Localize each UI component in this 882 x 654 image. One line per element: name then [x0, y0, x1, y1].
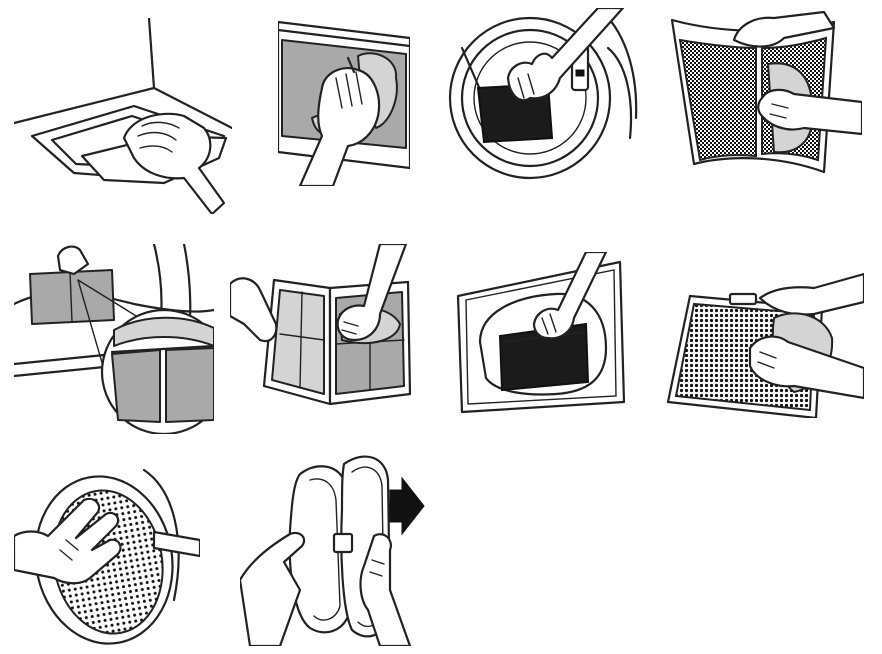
panel-6-open-double-filter [230, 244, 414, 408]
panel-5-housing-detail [14, 244, 214, 434]
hand-pulling-lint-from-filter-edge-icon [278, 20, 410, 186]
panel-3-insert-filter-drum [448, 8, 638, 184]
hand-rubbing-round-perforated-filter-icon [14, 468, 200, 645]
filter-housing-magnified-detail-icon [14, 244, 214, 434]
panel-8-wipe-dotted-filter [664, 258, 864, 418]
panel-1-lift-flat-filter [14, 18, 232, 214]
hands-cleaning-mesh-filter-icon [670, 10, 862, 174]
panel-4-clean-mesh-filter [664, 4, 862, 174]
panel-2-pull-lint [278, 18, 410, 186]
hand-placing-filter-in-door-frame-icon [456, 252, 626, 414]
hand-lifting-flat-filter-from-tray-icon [14, 18, 232, 214]
panel-9-rub-round-filter [14, 460, 200, 646]
panel-10-separate-round-filter [240, 450, 426, 646]
panel-7-place-filter-frame [456, 252, 628, 416]
hands-separating-round-filter-arrow-icon [240, 455, 425, 646]
hands-wiping-dotted-filter-icon [666, 272, 864, 418]
hands-opening-double-filter-icon [230, 244, 412, 406]
hand-inserting-dark-filter-into-drum-icon [448, 8, 638, 180]
